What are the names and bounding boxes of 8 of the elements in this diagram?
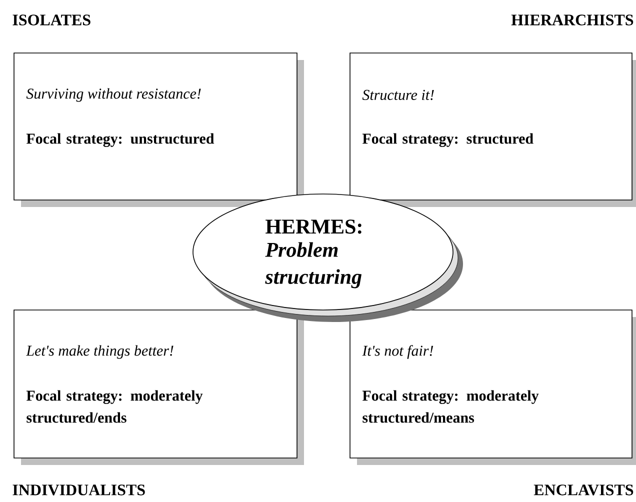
- text-box: It's not fair! Focal strategy: moderately structured/means: [350, 310, 636, 465]
- text-box: Let's make things better! Focal strategy: moderately structured/ends: [14, 310, 304, 465]
- group-heading: ISOLATES: [12, 14, 90, 26]
- group-heading: INDIVIDUALISTS: [12, 484, 145, 496]
- text-box: Surviving without resistance! Focal strategy: unstructured: [14, 52, 304, 207]
- group-heading: ENCLAVISTS: [534, 484, 634, 496]
- text-box: Structure it! Focal strategy: structured: [350, 52, 636, 207]
- group-heading: HIERARCHISTS: [511, 14, 634, 26]
